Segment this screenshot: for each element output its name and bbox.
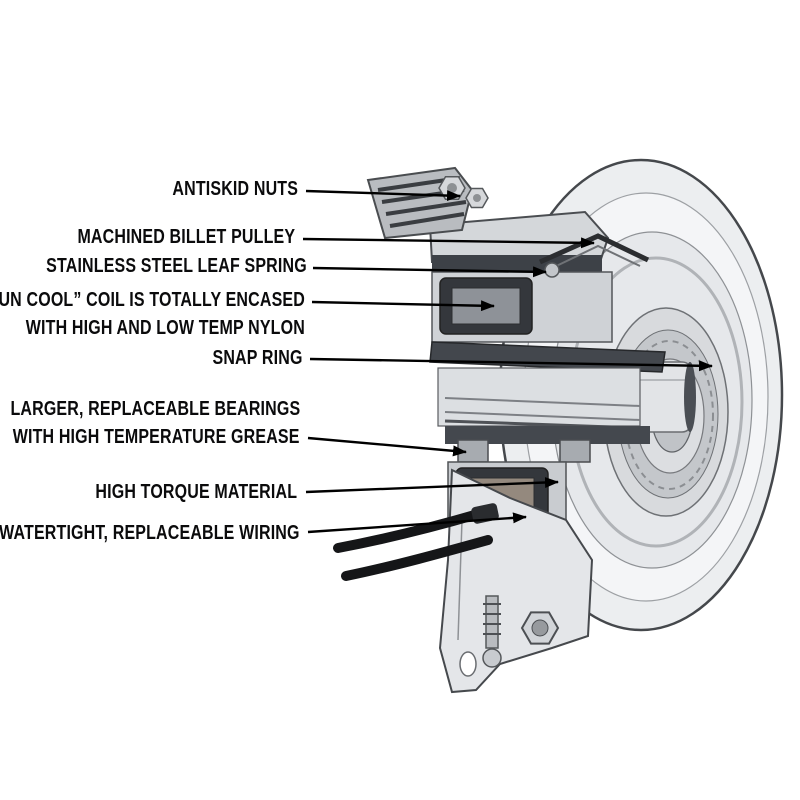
bearing-plate (445, 426, 650, 444)
arrow-snap-ring (309, 357, 713, 372)
callout-arrows (302, 189, 713, 534)
arrow-leaf-spring (312, 266, 547, 278)
snap-ring-part (684, 362, 696, 432)
leaf-spring (538, 233, 650, 278)
callout-bearings-line1: LARGER, REPLACEABLE BEARINGS (10, 398, 300, 420)
antiskid-nuts-part (366, 166, 489, 240)
callout-run-cool-coil-line2: WITH HIGH AND LOW TEMP NYLON (25, 317, 305, 339)
callout-high-torque-material: HIGH TORQUE MATERIAL (95, 481, 297, 503)
anti-rotation-spring (482, 595, 502, 668)
arrow-run-cool-coil (311, 300, 495, 312)
arrow-machined-billet-pulley (302, 237, 595, 249)
arrow-antiskid-nuts (305, 189, 461, 202)
arrow-watertight-wiring (307, 512, 527, 534)
mounting-bracket (438, 468, 594, 694)
callout-stainless-steel-leaf-spring: STAINLESS STEEL LEAF SPRING (46, 255, 307, 277)
callout-watertight-wiring: WATERTIGHT, REPLACEABLE WIRING (0, 522, 300, 544)
callout-snap-ring: SNAP RING (212, 347, 303, 369)
callout-machined-billet-pulley: MACHINED BILLET PULLEY (77, 226, 295, 248)
callout-antiskid-nuts: ANTISKID NUTS (172, 178, 298, 200)
callout-bearings-line2: WITH HIGH TEMPERATURE GREASE (13, 426, 300, 448)
arrow-bearings (307, 436, 467, 457)
arrow-high-torque-material (305, 477, 559, 494)
callout-run-cool-coil-line1: “RUN COOL” COIL IS TOTALLY ENCASED (0, 289, 305, 311)
bracket-slot (459, 651, 477, 677)
bearing-block-right (559, 439, 591, 463)
